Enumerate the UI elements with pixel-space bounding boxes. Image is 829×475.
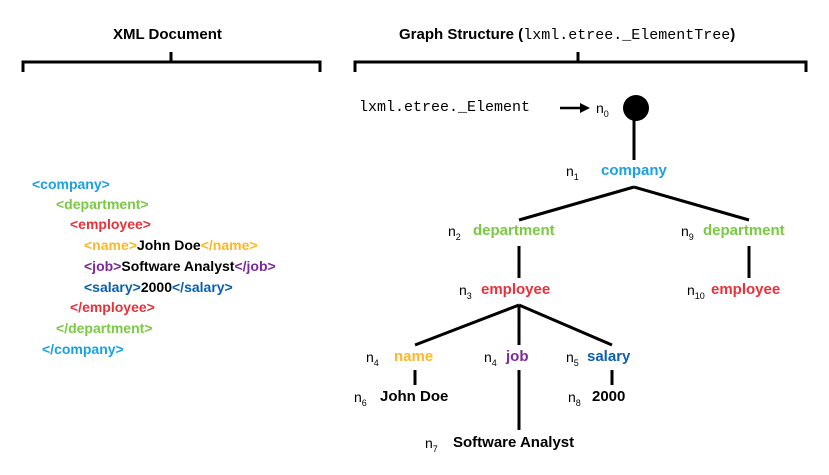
node-label-n7: Software Analyst (453, 434, 575, 451)
graph-structure-title: Graph Structure (lxml.etree._ElementTree… (399, 26, 735, 44)
node-id-subscript: 2 (455, 231, 461, 242)
xml-open-tag: </company> (42, 341, 124, 357)
node-id-n0: n0 (596, 100, 609, 119)
node-label-n3: employee (481, 281, 551, 298)
edge-n3-salary (518, 303, 613, 347)
node-label-n8: 2000 (592, 388, 626, 405)
node-id-letter: n (459, 282, 467, 298)
xml-open-tag: </employee> (70, 299, 155, 315)
node-id-letter: n (681, 223, 689, 239)
graph-title-suffix: ) (730, 26, 736, 43)
node-id-subscript: 0 (603, 108, 609, 119)
node-id-n8: n8 (568, 389, 581, 408)
node-id-n7: n7 (425, 435, 438, 454)
xml-open-tag: </department> (56, 320, 153, 336)
root-type-label: lxml.etree._Element (359, 99, 531, 116)
node-id-letter: n (366, 349, 374, 365)
edge-n1-n9 (633, 185, 750, 222)
xml-text: Software Analyst (121, 258, 235, 274)
xml-line: </employee> (70, 299, 155, 315)
node-id-letter: n (425, 435, 433, 451)
node-label-n4b: job (506, 348, 529, 365)
node-id-letter: n (566, 163, 574, 179)
edge-n3-name (414, 303, 520, 347)
xml-line: <name>John Doe</name> (84, 237, 258, 253)
xml-line: <salary>2000</salary> (84, 279, 233, 295)
xml-open-tag: <company> (32, 176, 110, 192)
xml-open-tag: <name> (84, 237, 137, 253)
xml-close-tag: </salary> (172, 279, 233, 295)
xml-open-tag: <job> (84, 258, 122, 274)
root-arrow-head (580, 103, 590, 113)
xml-line: <job>Software Analyst</job> (84, 258, 276, 274)
xml-text: John Doe (136, 237, 201, 253)
xml-line: <department> (56, 196, 149, 212)
xml-line: </company> (42, 341, 124, 357)
xml-text: 2000 (140, 279, 172, 295)
node-id-letter: n (566, 349, 574, 365)
graph-title-prefix: Graph Structure ( (399, 26, 524, 43)
xml-line: </department> (56, 320, 152, 336)
node-id-n3: n3 (459, 282, 472, 301)
xml-document-title: XML Document (113, 26, 222, 43)
node-id-letter: n (687, 282, 695, 298)
graph-title-class: lxml.etree._ElementTree (523, 27, 731, 44)
node-id-n4a: n4 (366, 349, 379, 368)
node-label-n5: salary (587, 348, 631, 365)
xml-line: <company> (32, 176, 110, 192)
node-id-n4b: n4 (484, 349, 497, 368)
node-id-n10: n10 (687, 282, 705, 301)
node-label-n4a: name (394, 348, 434, 365)
right-brace (353, 60, 808, 72)
node-id-letter: n (596, 100, 604, 116)
node-id-subscript: 8 (575, 397, 581, 408)
node-label-n9: department (703, 222, 785, 239)
node-id-n1: n1 (566, 163, 579, 182)
root-node-circle (623, 95, 649, 121)
node-id-letter: n (354, 389, 362, 405)
node-id-subscript: 6 (361, 397, 367, 408)
node-id-subscript: 9 (688, 231, 694, 242)
node-id-subscript: 10 (694, 290, 705, 301)
node-id-n9: n9 (681, 223, 694, 242)
node-id-n2: n2 (448, 223, 461, 242)
node-id-letter: n (448, 223, 456, 239)
node-id-subscript: 3 (466, 290, 472, 301)
node-label-n2: department (473, 222, 555, 239)
xml-line: <employee> (70, 216, 151, 232)
node-id-subscript: 4 (491, 357, 497, 368)
xml-close-tag: </name> (200, 237, 258, 253)
node-id-n6: n6 (354, 389, 367, 408)
node-label-n1: company (601, 162, 667, 179)
node-id-letter: n (568, 389, 576, 405)
node-id-subscript: 4 (373, 357, 379, 368)
xml-open-tag: <salary> (84, 279, 141, 295)
node-id-subscript: 7 (432, 443, 438, 454)
node-id-n5: n5 (566, 349, 579, 368)
xml-close-tag: </job> (234, 258, 276, 274)
node-id-subscript: 1 (573, 171, 579, 182)
edge-n1-n2 (518, 185, 635, 222)
xml-open-tag: <employee> (70, 216, 151, 232)
node-label-n6: John Doe (380, 388, 449, 405)
xml-open-tag: <department> (56, 196, 149, 212)
node-label-n10: employee (711, 281, 781, 298)
left-brace (21, 60, 322, 72)
node-id-letter: n (484, 349, 492, 365)
node-id-subscript: 5 (573, 357, 579, 368)
